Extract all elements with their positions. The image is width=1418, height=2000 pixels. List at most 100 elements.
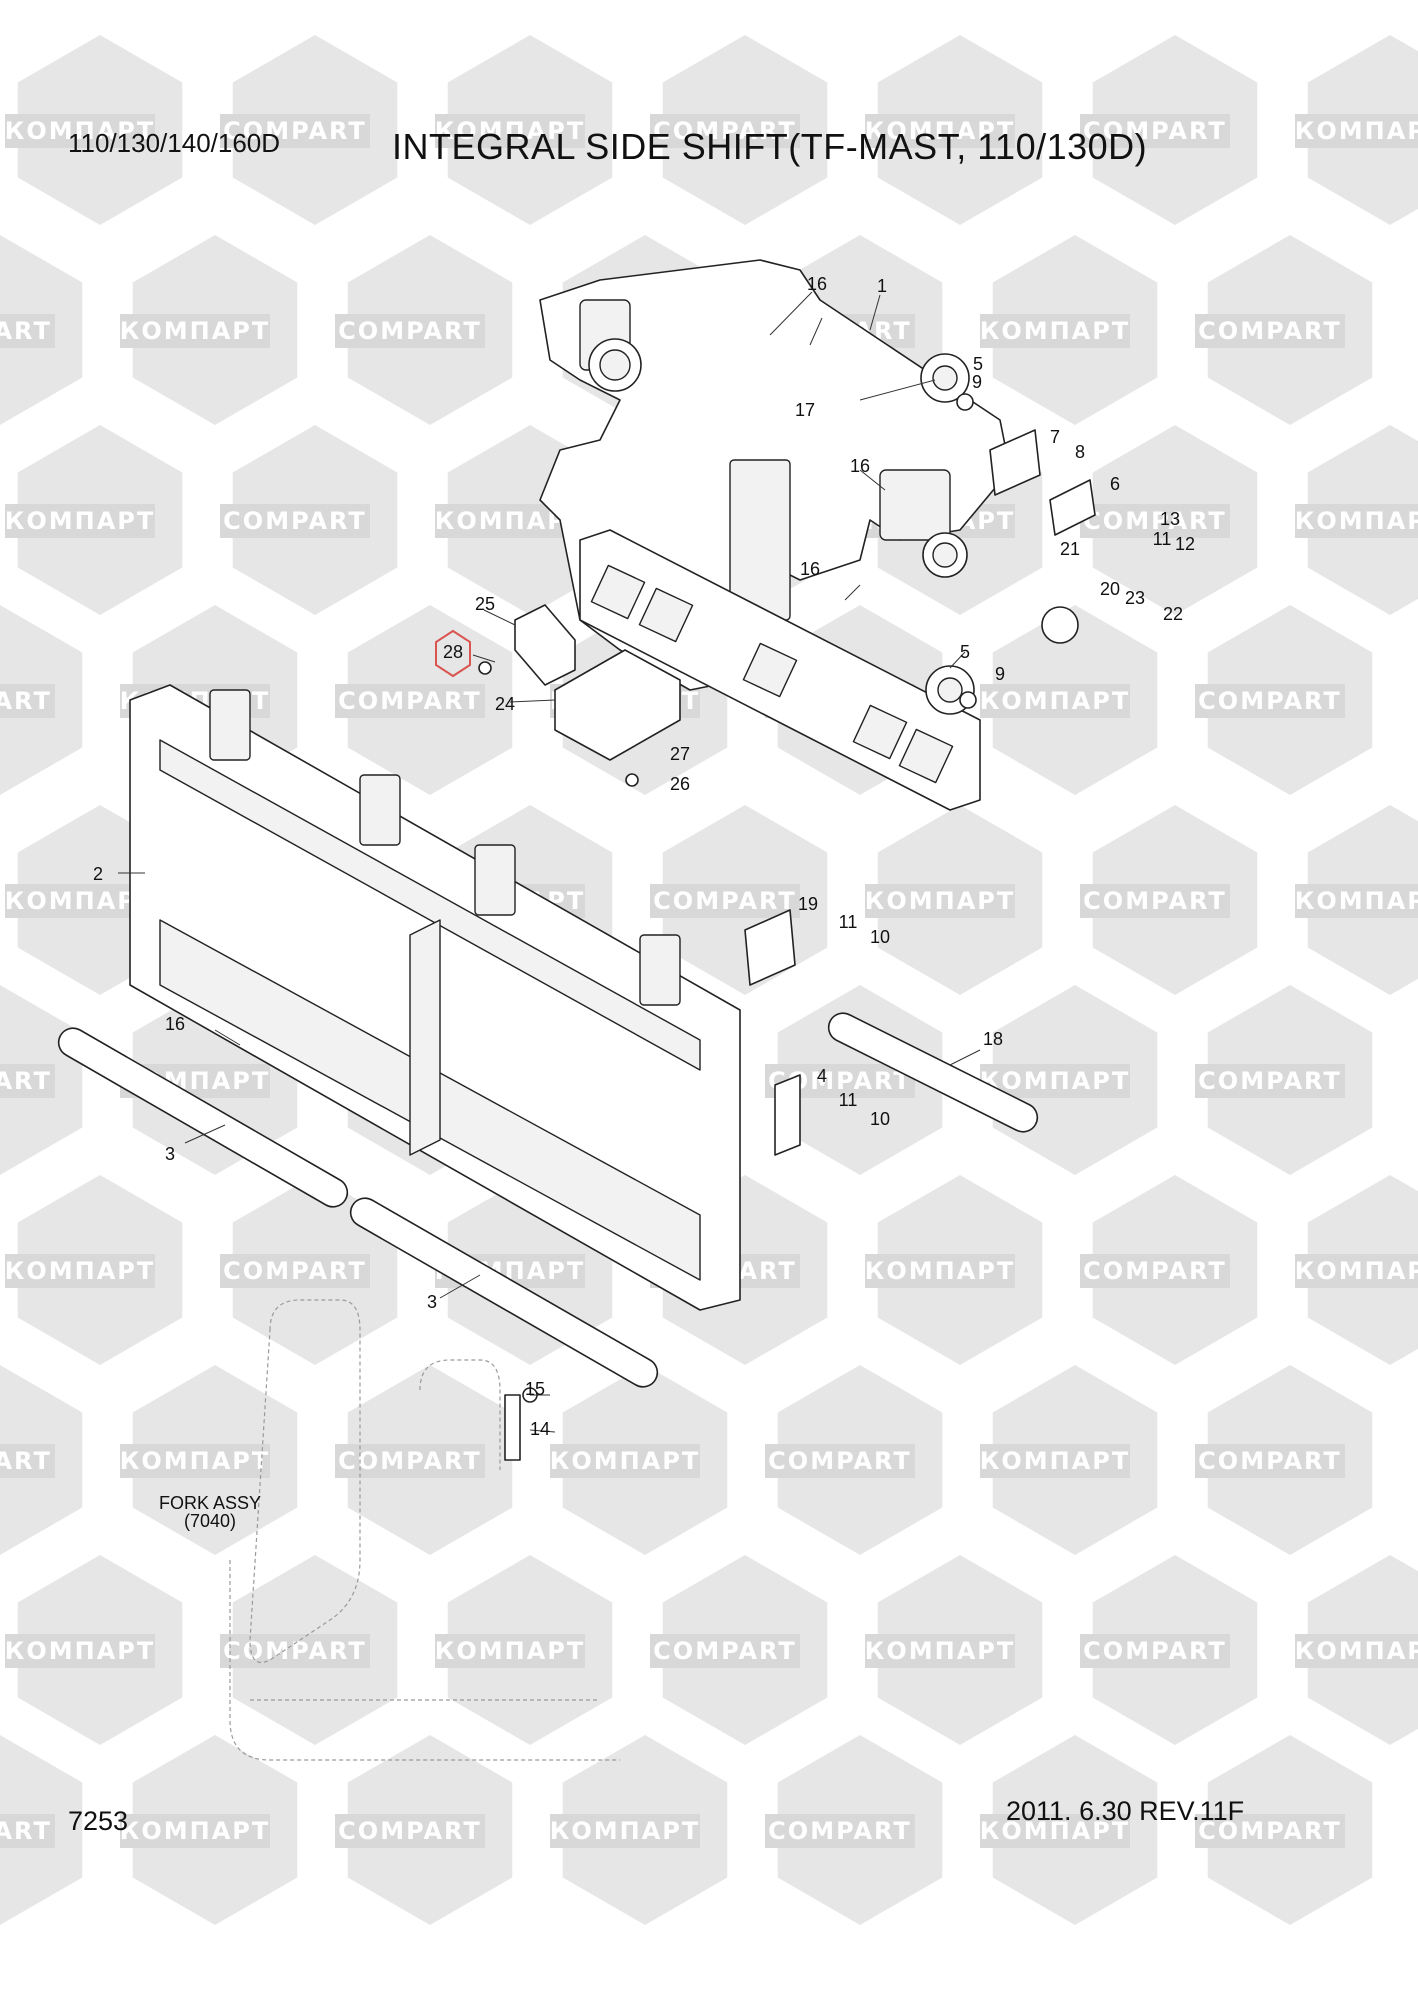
watermark-band — [865, 1254, 1015, 1288]
watermark-text: COMPART — [223, 117, 367, 145]
watermark-text: КОМПАРТ — [5, 1257, 156, 1285]
callout-number: 16 — [165, 1014, 185, 1034]
callout-number: 3 — [165, 1144, 175, 1164]
watermark-band — [0, 1444, 55, 1478]
watermark-text: КОМПАРТ — [1295, 887, 1418, 915]
callout-number: 17 — [795, 400, 815, 420]
watermark-band — [220, 1634, 370, 1668]
watermark-band — [0, 684, 55, 718]
watermark-text: COMPART — [1198, 1817, 1342, 1845]
watermark-band — [1295, 504, 1418, 538]
watermark-band — [120, 1444, 270, 1478]
watermark-band — [650, 114, 800, 148]
callout-number: 21 — [1060, 539, 1080, 559]
bearing-pad — [554, 649, 681, 761]
watermark-band — [865, 1634, 1015, 1668]
watermark-band — [865, 114, 1015, 148]
watermark-text: COMPART — [0, 687, 52, 715]
page-number: 7253 — [68, 1806, 129, 1836]
watermark-band — [0, 1814, 55, 1848]
callout-number: 16 — [800, 559, 820, 579]
watermark-band — [550, 1814, 700, 1848]
watermark-band — [1295, 114, 1418, 148]
watermark-band — [220, 1254, 370, 1288]
watermark-band — [120, 1814, 270, 1848]
watermark-text: КОМПАРТ — [5, 117, 156, 145]
leader-lines — [118, 291, 981, 1433]
watermark-text: КОМПАРТ — [5, 507, 156, 535]
watermark-band — [220, 504, 370, 538]
watermark-text: КОМПАРТ — [120, 317, 271, 345]
callout-number: 3 — [427, 1292, 437, 1312]
callout-number: 25 — [475, 594, 495, 614]
watermark-text: COMPART — [653, 1637, 797, 1665]
watermark-text: COMPART — [338, 1817, 482, 1845]
watermark-band — [5, 114, 155, 148]
watermark-text: COMPART — [653, 117, 797, 145]
fork-assembly-ghost — [229, 1299, 620, 1761]
callout-number: 6 — [1110, 474, 1120, 494]
watermark-text: КОМПАРТ — [980, 1067, 1131, 1095]
callout-number: 11 — [839, 912, 858, 932]
callout-number: 1 — [877, 276, 887, 296]
callout-number: 20 — [1100, 579, 1120, 599]
watermark-band — [1195, 1064, 1345, 1098]
watermark-text: КОМПАРТ — [980, 317, 1131, 345]
watermark-band — [435, 1634, 585, 1668]
callout-number: 19 — [798, 894, 818, 914]
watermark-text: КОМПАРТ — [980, 1447, 1131, 1475]
callout-number: 8 — [1075, 442, 1085, 462]
callout-number: 13 — [1160, 509, 1180, 529]
watermark-text: COMPART — [338, 1447, 482, 1475]
hardware — [478, 353, 1096, 1461]
callout-number: 22 — [1163, 604, 1183, 624]
watermark-text: COMPART — [223, 1257, 367, 1285]
callout-number: 15 — [525, 1379, 545, 1399]
watermark-band — [1080, 884, 1230, 918]
watermark-band — [1195, 1444, 1345, 1478]
watermark-text: COMPART — [768, 1447, 912, 1475]
watermark-text: COMPART — [0, 317, 52, 345]
watermark-band — [5, 1634, 155, 1668]
watermark-band — [1295, 1254, 1418, 1288]
watermark-text: КОМПАРТ — [120, 1447, 271, 1475]
pins — [57, 1012, 1039, 1388]
watermark-band — [5, 1254, 155, 1288]
watermark-band — [650, 1634, 800, 1668]
watermark-band — [5, 504, 155, 538]
callout-number: 9 — [995, 664, 1005, 684]
watermark-text: КОМПАРТ — [120, 1817, 271, 1845]
callout-number: 23 — [1125, 588, 1145, 608]
watermark-text: COMPART — [223, 1637, 367, 1665]
watermark-text: COMPART — [1083, 117, 1227, 145]
watermark-band — [1080, 1634, 1230, 1668]
watermark-band — [1295, 884, 1418, 918]
watermark-text: COMPART — [1198, 1447, 1342, 1475]
watermark-text: КОМПАРТ — [865, 1637, 1016, 1665]
watermark-text: КОМПАРТ — [435, 117, 586, 145]
watermark-text: COMPART — [223, 507, 367, 535]
watermark-text: КОМПАРТ — [1295, 507, 1418, 535]
watermark-text: COMPART — [653, 887, 797, 915]
watermark-text: COMPART — [1083, 1637, 1227, 1665]
watermark-band — [765, 1444, 915, 1478]
callout-number: 10 — [870, 1109, 890, 1129]
watermark-text: COMPART — [1083, 887, 1227, 915]
watermark-band — [980, 1444, 1130, 1478]
watermark-text: КОМПАРТ — [1295, 1637, 1418, 1665]
watermark-text: COMPART — [0, 1447, 52, 1475]
watermark-band — [120, 314, 270, 348]
watermark-band — [650, 884, 800, 918]
watermark-text: COMPART — [1198, 687, 1342, 715]
callout-number: 16 — [807, 274, 827, 294]
watermark-text: КОМПАРТ — [980, 1817, 1131, 1845]
watermark-band — [1080, 504, 1230, 538]
watermark-band — [865, 884, 1015, 918]
fork-assy-ref: (7040) — [184, 1511, 236, 1531]
callout-number: 14 — [530, 1419, 550, 1439]
callout-number: 12 — [1175, 534, 1195, 554]
watermark-text: COMPART — [1083, 507, 1227, 535]
watermark-text: COMPART — [338, 317, 482, 345]
watermark-band — [980, 684, 1130, 718]
watermark-text: КОМПАРТ — [435, 1637, 586, 1665]
